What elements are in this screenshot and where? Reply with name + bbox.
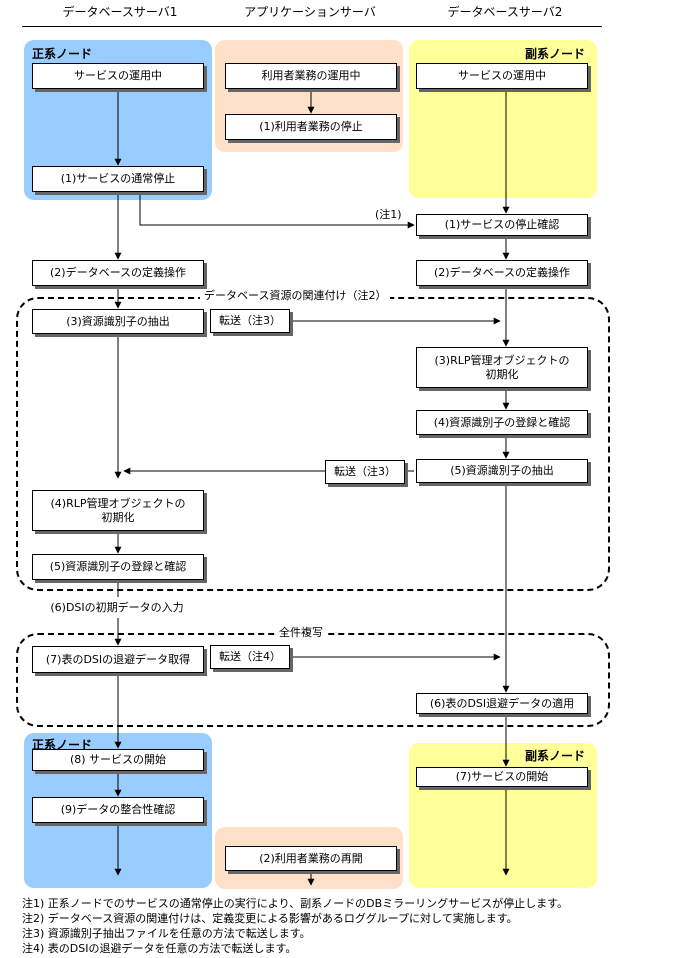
- transfer-label-note4: 転送（注4）: [210, 645, 290, 669]
- db1-service-running: サービスの運用中: [32, 63, 204, 89]
- app-user-business-resume: (2)利用者業務の再開: [225, 846, 397, 871]
- db2-extract-resource-id: (5)資源識別子の抽出: [416, 459, 588, 483]
- footnote-1: 注1) 正系ノードでのサービスの通常停止の実行により、副系ノードのDBミラーリン…: [22, 897, 569, 910]
- app-user-business-running: 利用者業務の運用中: [225, 63, 397, 89]
- db1-normal-stop: (1)サービスの通常停止: [32, 166, 204, 192]
- db1-consistency-check: (9)データの整合性確認: [32, 797, 204, 823]
- secondary-node-label-bottom: 副系ノード: [525, 749, 586, 763]
- group1-title: データベース資源の関連付け（注2）: [200, 289, 391, 303]
- header-divider: [22, 26, 602, 27]
- group2-title: 全件複写: [275, 626, 327, 640]
- footnote-3: 注3) 資源識別子抽出ファイルを任意の方法で転送します。: [22, 927, 311, 940]
- db1-dsi-backup: (7)表のDSIの退避データ取得: [32, 646, 204, 673]
- transfer-label-note3-a: 転送（注3）: [210, 309, 290, 333]
- db2-init-rlp-line2: 初期化: [485, 367, 519, 381]
- db2-register-resource-id: (4)資源識別子の登録と確認: [416, 410, 588, 435]
- db2-define-database: (2)データベースの定義操作: [416, 260, 588, 286]
- db1-define-database: (2)データベースの定義操作: [32, 260, 204, 286]
- column-header-app: アプリケーションサーバ: [244, 5, 376, 19]
- footnote-4: 注4) 表のDSIの退避データを任意の方法で転送します。: [22, 942, 297, 955]
- primary-node-label-top: 正系ノード: [32, 47, 93, 61]
- transfer-label-note3-b: 転送（注3）: [325, 460, 405, 484]
- secondary-node-label-top: 副系ノード: [525, 47, 586, 61]
- db2-init-rlp-line1: (3)RLP管理オブジェクトの: [434, 353, 570, 367]
- primary-node-label-bottom: 正系ノード: [32, 738, 93, 752]
- column-header-db1: データベースサーバ1: [62, 5, 178, 19]
- app-user-business-stop: (1)利用者業務の停止: [225, 114, 397, 140]
- db1-init-rlp-line2: 初期化: [101, 510, 135, 524]
- db1-init-rlp-object: (4)RLP管理オブジェクトの 初期化: [32, 490, 204, 531]
- footnotes: 注1) 正系ノードでのサービスの通常停止の実行により、副系ノードのDBミラーリン…: [22, 896, 568, 956]
- column-header-db2: データベースサーバ2: [447, 5, 563, 19]
- db2-service-running: サービスの運用中: [416, 63, 588, 89]
- note1-tag: (注1): [375, 208, 402, 221]
- db2-stop-confirm: (1)サービスの停止確認: [416, 214, 588, 236]
- db2-service-start: (7)サービスの開始: [416, 767, 588, 787]
- db1-register-resource-id: (5)資源識別子の登録と確認: [32, 554, 204, 580]
- db1-extract-resource-id: (3)資源識別子の抽出: [32, 309, 204, 334]
- footnote-2: 注2) データベース資源の関連付けは、定義変更による影響があるロググループに対し…: [22, 912, 518, 925]
- db2-apply-dsi-backup: (6)表のDSI退避データの適用: [416, 693, 588, 714]
- db2-init-rlp-object: (3)RLP管理オブジェクトの 初期化: [416, 347, 588, 388]
- db1-service-start: (8) サービスの開始: [32, 749, 204, 771]
- db1-dsi-initial-input: (6)DSIの初期データの入力: [50, 600, 184, 614]
- db1-init-rlp-line1: (4)RLP管理オブジェクトの: [50, 496, 186, 510]
